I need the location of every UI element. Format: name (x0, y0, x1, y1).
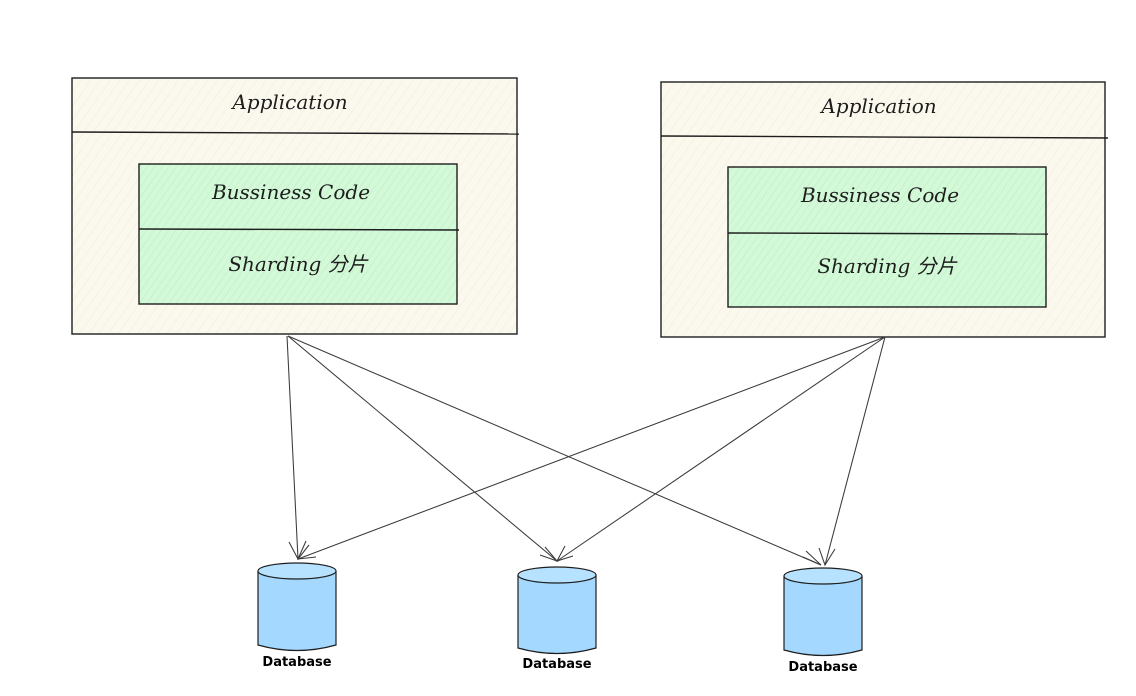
application-box-left-border (71, 77, 518, 335)
arrow-left-app-to-database-3 (287, 335, 822, 566)
application-title-right: Application (819, 94, 936, 118)
business-code-label-left: Bussiness Code (211, 180, 370, 204)
module-left-divider (138, 228, 460, 231)
module-right-border (727, 166, 1047, 308)
arrow-left-app-to-database-2 (287, 335, 559, 563)
arrow-right-app-to-database-3 (818, 336, 886, 567)
database-label-2: Database (522, 657, 591, 672)
arrow-right-app-to-database-1 (296, 336, 886, 560)
module-left-hatch (139, 164, 457, 304)
database-1: Database (257, 562, 337, 670)
application-box-left: Application Bussiness Code Sharding 分片 (71, 77, 520, 335)
arrow-right-app-to-database-2 (555, 336, 886, 562)
application-box-left-divider (71, 131, 520, 135)
application-title-left: Application (230, 90, 347, 114)
application-box-right: Application Bussiness Code Sharding 分片 (660, 81, 1109, 338)
application-box-right-border (660, 81, 1106, 338)
sharding-label-left: Sharding 分片 (228, 252, 368, 276)
database-label-3: Database (788, 660, 857, 675)
module-right-divider (727, 232, 1049, 235)
database-icon (257, 562, 337, 652)
database-icon (783, 567, 863, 657)
arrow-left-app-to-database-1 (286, 335, 307, 561)
module-right-hatch (728, 167, 1046, 307)
module-stack-left: Bussiness Code Sharding 分片 (138, 163, 460, 305)
database-icon (517, 566, 597, 655)
application-box-right-divider (660, 135, 1109, 139)
database-3: Database (783, 567, 863, 675)
business-code-label-right: Bussiness Code (800, 183, 959, 207)
database-label-1: Database (262, 655, 331, 670)
connector-arrows (286, 335, 886, 567)
module-stack-right: Bussiness Code Sharding 分片 (727, 166, 1049, 308)
database-2: Database (517, 566, 597, 672)
module-left-border (138, 163, 458, 305)
sharding-label-right: Sharding 分片 (817, 254, 957, 278)
